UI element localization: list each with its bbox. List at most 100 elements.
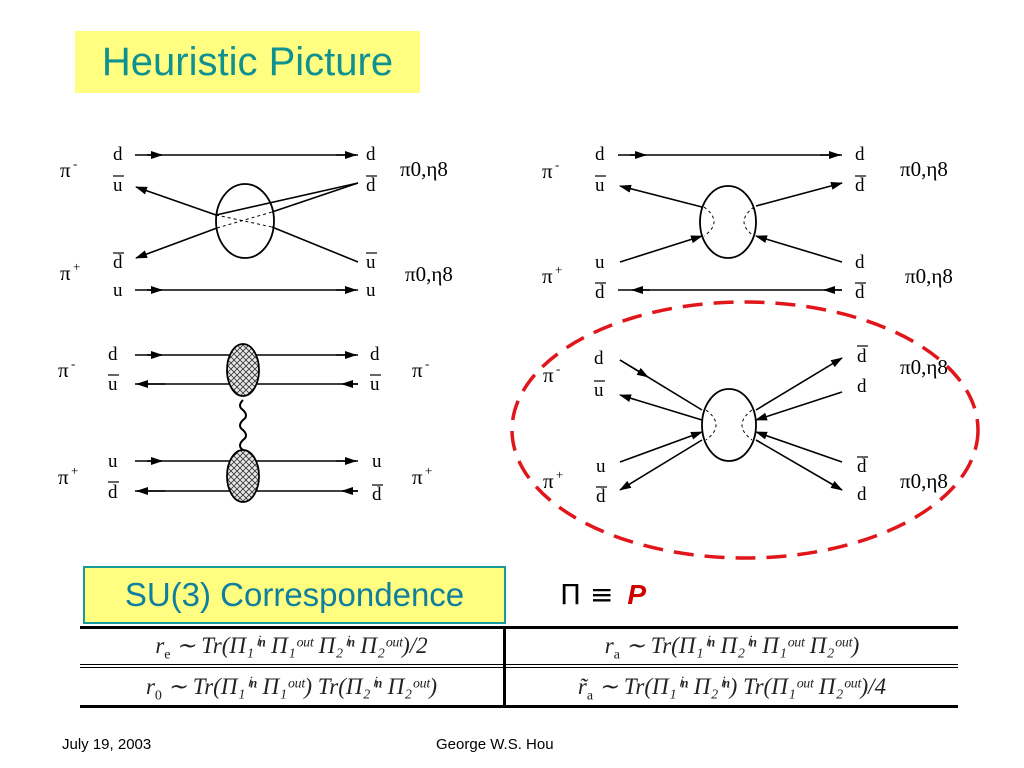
footer-author: George W.S. Hou xyxy=(436,736,554,753)
quark-label: d xyxy=(366,175,376,196)
meson-charge: - xyxy=(555,157,559,172)
quark-label: d xyxy=(594,348,604,369)
equiv-lhs: Π ≡ xyxy=(560,578,614,611)
quark-label: u xyxy=(366,252,376,273)
quark-label: d xyxy=(857,346,867,367)
footer-date: July 19, 2003 xyxy=(62,736,152,753)
table-rule xyxy=(80,705,958,708)
dashed-arc xyxy=(705,409,717,441)
diagram-top-right: π - π + d u u d d d d d π0,η8 π0,η8 xyxy=(542,144,953,303)
relations-table: re ∼ Tr(Π₁ⁱⁿ Π₁ᵒᵘᵗ Π₂ⁱⁿ Π₂ᵒᵘᵗ)/2 ra ∼ Tr… xyxy=(80,626,958,708)
arrow xyxy=(755,357,843,411)
table-divider xyxy=(503,626,506,708)
meson-charge: - xyxy=(556,361,560,376)
arrow xyxy=(619,359,649,378)
quark-label: u xyxy=(370,374,380,395)
dashed-arc xyxy=(741,409,753,441)
meson-label: π xyxy=(60,261,71,285)
gluon-line xyxy=(239,399,247,451)
dashed-arc xyxy=(743,206,755,237)
feynman-diagrams: π - π + d u d u d d u u π0,η8 π0,η8 π - … xyxy=(58,144,980,560)
quark-label: u xyxy=(113,280,123,301)
quark-label: u xyxy=(596,456,606,477)
quark-label: u xyxy=(594,380,604,401)
arrow xyxy=(755,181,843,207)
arrow xyxy=(619,235,703,263)
quark-label: d xyxy=(372,484,382,505)
quark-label: d xyxy=(113,252,123,273)
equiv-rhs: P xyxy=(627,579,647,610)
relation-r0: r0 ∼ Tr(Π₁ⁱⁿ Π₁ᵒᵘᵗ) Tr(Π₂ⁱⁿ Π₂ᵒᵘᵗ) xyxy=(145,674,438,704)
final-state-label: π xyxy=(412,358,423,382)
arrow xyxy=(755,391,843,421)
arrow xyxy=(619,184,703,208)
final-state-label: π0,η8 xyxy=(400,157,448,181)
final-state-label: π0,η8 xyxy=(905,264,953,288)
quark-label: u xyxy=(113,175,123,196)
meson-label: π xyxy=(60,158,71,182)
meson-charge: + xyxy=(71,463,78,478)
quark-label: d xyxy=(370,344,380,365)
relation-ra: ra ∼ Tr(Π₁ⁱⁿ Π₂ⁱⁿ Π₁ᵒᵘᵗ Π₂ᵒᵘᵗ) xyxy=(604,633,860,663)
quark-label: d xyxy=(855,252,865,273)
quark-label: d xyxy=(857,484,867,505)
quark-label: d xyxy=(855,175,865,196)
table-rule xyxy=(80,667,958,668)
quark-label: d xyxy=(855,144,865,165)
quark-label: d xyxy=(108,482,118,503)
blob xyxy=(701,388,757,462)
meson-charge: - xyxy=(73,156,77,171)
quark-label: d xyxy=(366,144,376,165)
final-state-label: π0,η8 xyxy=(900,355,948,379)
quark-label: u xyxy=(108,374,118,395)
quark-label: u xyxy=(366,280,376,301)
diagram-top-left: π - π + d u d u d d u u π0,η8 π0,η8 xyxy=(60,144,453,301)
arrow xyxy=(619,394,703,421)
relation-rta: r̃a ∼ Tr(Π₁ⁱⁿ Π₂ⁱⁿ) Tr(Π₁ᵒᵘᵗ Π₂ᵒᵘᵗ)/4 xyxy=(577,674,887,704)
meson-charge: + xyxy=(73,259,80,274)
arrow xyxy=(755,439,843,491)
arrow xyxy=(135,186,217,216)
quark-label: d xyxy=(595,282,605,303)
meson-charge: + xyxy=(425,463,432,478)
meson-label: π xyxy=(542,264,553,288)
slide-title: Heuristic Picture xyxy=(75,31,420,93)
diagram-bottom-left: π - π + d u u d d u u d π - π + xyxy=(58,343,432,505)
table-rule xyxy=(80,664,958,665)
quark-label: d xyxy=(855,282,865,303)
relation-re: re ∼ Tr(Π₁ⁱⁿ Π₁ᵒᵘᵗ Π₂ⁱⁿ Π₂ᵒᵘᵗ)/2 xyxy=(155,633,428,663)
quark-label: u xyxy=(372,451,382,472)
meson-charge: + xyxy=(556,467,563,482)
final-state-label: π0,η8 xyxy=(900,157,948,181)
quark-label: d xyxy=(595,144,605,165)
arrow xyxy=(755,235,843,263)
quark-line xyxy=(215,182,359,216)
final-state-label: π0,η8 xyxy=(900,469,948,493)
arrow xyxy=(619,431,703,463)
meson-charge: + xyxy=(555,262,562,277)
dashed-line xyxy=(215,214,273,228)
meson-label: π xyxy=(543,363,554,387)
hatched-blob xyxy=(226,343,260,397)
dashed-arc xyxy=(703,206,715,237)
su3-correspondence-label: SU(3) Correspondence xyxy=(83,566,506,624)
quark-label: u xyxy=(595,252,605,273)
hatched-blob xyxy=(226,449,260,503)
meson-label: π xyxy=(542,159,553,183)
quark-label: d xyxy=(596,486,606,507)
diagram-bottom-right: π - π + d u u d d d d d π0,η8 π0,η8 xyxy=(543,345,948,507)
quark-label: u xyxy=(108,451,118,472)
arrow xyxy=(755,431,843,463)
quark-line xyxy=(271,182,359,213)
quark-label: d xyxy=(857,456,867,477)
quark-label: d xyxy=(113,144,123,165)
pi-equivalence: Π ≡ P xyxy=(560,578,646,611)
final-state-label: π xyxy=(412,465,423,489)
arrow xyxy=(135,227,218,259)
quark-label: d xyxy=(108,344,118,365)
meson-label: π xyxy=(543,469,554,493)
quark-line xyxy=(271,226,359,263)
meson-charge: - xyxy=(71,356,75,371)
quark-label: d xyxy=(857,376,867,397)
meson-charge: - xyxy=(425,356,429,371)
